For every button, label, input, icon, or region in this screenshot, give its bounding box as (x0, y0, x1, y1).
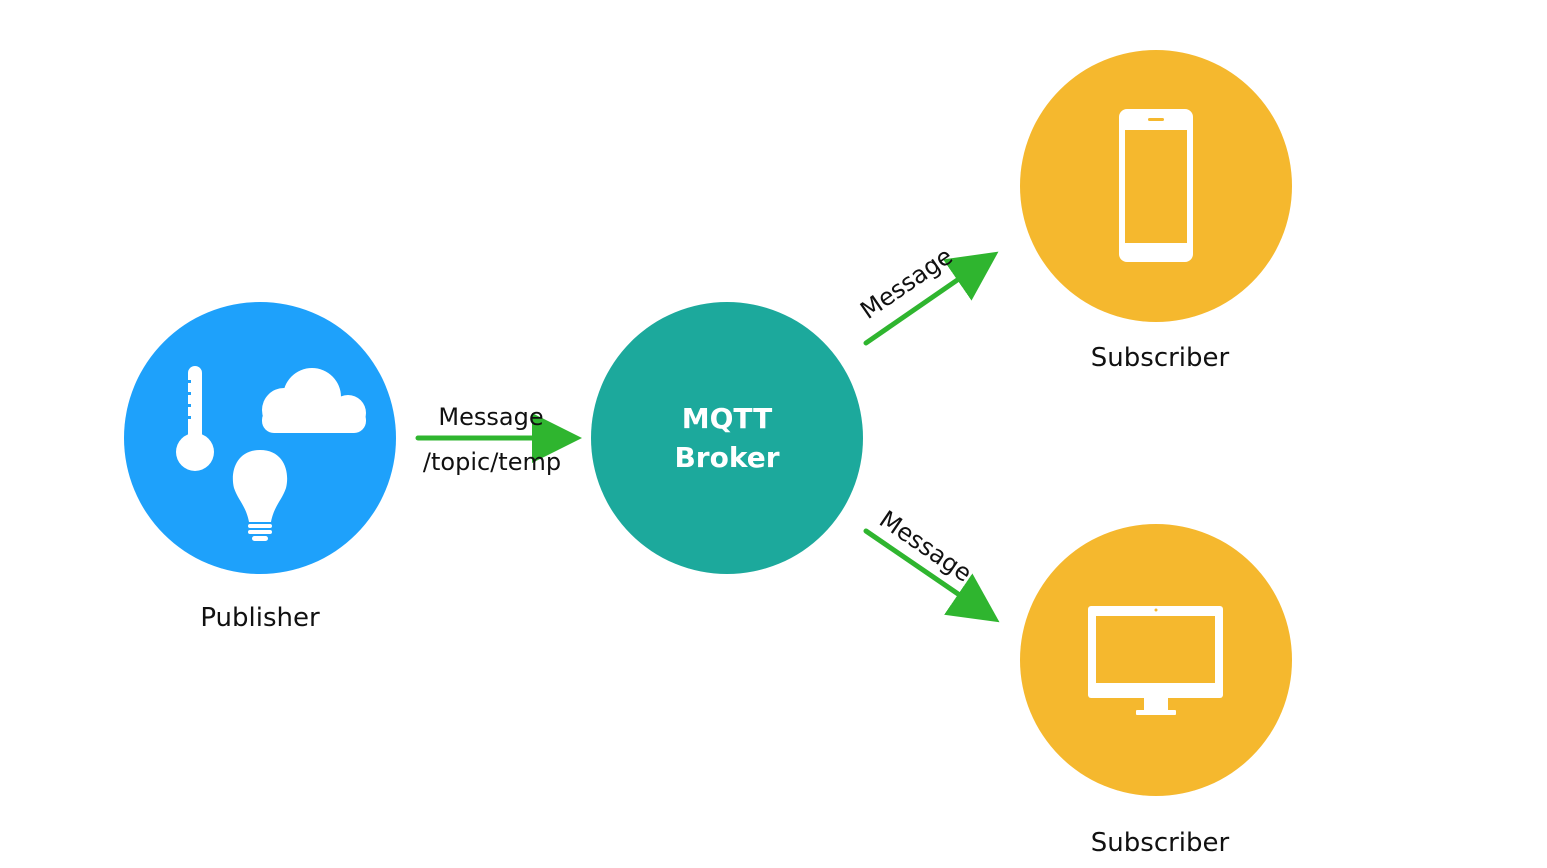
publish-message-label: Message (438, 403, 543, 431)
broker-circle (591, 302, 863, 574)
publisher-label: Publisher (200, 603, 320, 633)
desktop-monitor-icon (1088, 606, 1223, 715)
cloud-icon (262, 368, 366, 433)
edge-to-desktop: Message (863, 505, 1000, 623)
lightbulb-icon (232, 450, 288, 541)
broker-node: MQTT Broker (591, 302, 863, 574)
subscriber-phone-label: Subscriber (1091, 343, 1230, 373)
broker-title-line1: MQTT (682, 402, 773, 435)
subscriber-phone-node (1020, 50, 1292, 322)
publisher-node (124, 302, 396, 574)
edge-to-phone: Message (855, 242, 999, 346)
subscriber-desktop-node (1020, 524, 1292, 796)
thermometer-icon (176, 366, 214, 471)
broker-title-line2: Broker (674, 441, 779, 474)
to-desktop-arrow (863, 528, 1000, 623)
edge-publish: Message /topic/temp (415, 403, 582, 476)
to-phone-arrow (863, 251, 999, 346)
smartphone-icon (1119, 109, 1193, 262)
publish-topic-label: /topic/temp (423, 448, 561, 476)
subscriber-desktop-label: Subscriber (1091, 828, 1230, 858)
